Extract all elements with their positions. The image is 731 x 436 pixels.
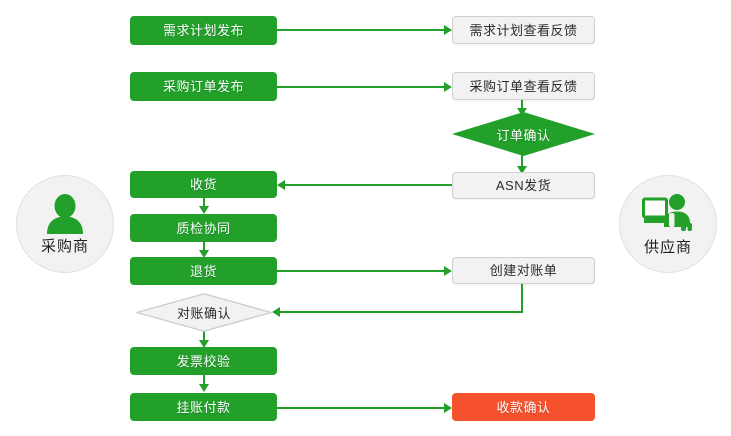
edge-arrow-demand-plan-feedback bbox=[444, 25, 452, 35]
edge-arrow-return-goods bbox=[199, 250, 209, 258]
edge-asn-to-receive-goods bbox=[285, 184, 453, 186]
edge-po-publish-to-feedback bbox=[277, 86, 445, 88]
node-label: 对账确认 bbox=[176, 306, 231, 321]
node-order-confirm[interactable]: 订单确认 bbox=[452, 112, 595, 156]
edge-po-feedback-to-order-confirm bbox=[521, 100, 523, 114]
node-label: 退货 bbox=[189, 263, 217, 279]
node-create-statement[interactable]: 创建对账单 bbox=[452, 257, 595, 284]
node-label: 发票校验 bbox=[176, 353, 231, 369]
person-at-computer-icon bbox=[642, 193, 694, 235]
edge-arrow-quality-collab bbox=[199, 206, 209, 214]
diamond-shape bbox=[452, 112, 595, 156]
actor-label: 供应商 bbox=[643, 239, 692, 256]
node-reconcile-confirm[interactable]: 对账确认 bbox=[136, 293, 272, 332]
edge-arrow-invoice-verify bbox=[199, 340, 209, 348]
node-invoice-verify[interactable]: 发票校验 bbox=[130, 347, 277, 375]
edge-arrow-payable-payment bbox=[199, 384, 209, 392]
node-label: 采购订单发布 bbox=[162, 79, 244, 94]
node-label: 需求计划查看反馈 bbox=[469, 22, 578, 38]
node-po-publish[interactable]: 采购订单发布 bbox=[130, 72, 277, 101]
edge-return-to-create-statement bbox=[277, 270, 445, 272]
edge-create-statement-elbow-h bbox=[280, 311, 523, 313]
node-demand-plan-feedback[interactable]: 需求计划查看反馈 bbox=[452, 16, 595, 44]
person-icon bbox=[43, 194, 87, 234]
edge-reconcile-to-invoice bbox=[203, 331, 205, 343]
node-receive-goods[interactable]: 收货 bbox=[130, 171, 277, 198]
node-label: 收货 bbox=[189, 177, 217, 192]
node-label: 收款确认 bbox=[496, 399, 551, 415]
node-return-goods[interactable]: 退货 bbox=[130, 257, 277, 285]
node-demand-plan-publish[interactable]: 需求计划发布 bbox=[130, 16, 277, 45]
edge-payment-to-receipt bbox=[277, 407, 445, 409]
node-asn-shipment[interactable]: ASN发货 bbox=[452, 172, 595, 199]
node-label: 质检协同 bbox=[176, 220, 231, 236]
node-quality-collab[interactable]: 质检协同 bbox=[130, 214, 277, 242]
node-payable-payment[interactable]: 挂账付款 bbox=[130, 393, 277, 421]
node-label: 需求计划发布 bbox=[162, 23, 244, 38]
edge-arrow-asn bbox=[517, 166, 527, 174]
edge-arrow-po-feedback bbox=[444, 82, 452, 92]
edge-invoice-to-payment bbox=[203, 375, 205, 387]
edge-arrow-receipt-confirm bbox=[444, 403, 452, 413]
node-label: 订单确认 bbox=[496, 127, 551, 143]
edge-arrow-receive-goods bbox=[277, 180, 285, 190]
actor-buyer[interactable]: 采购商 bbox=[16, 175, 114, 273]
edge-arrow-order-confirm bbox=[517, 108, 527, 116]
edge-receive-goods-to-quality bbox=[203, 197, 205, 209]
actor-label: 采购商 bbox=[40, 238, 89, 255]
edge-create-statement-elbow-v bbox=[521, 284, 523, 313]
node-po-feedback[interactable]: 采购订单查看反馈 bbox=[452, 72, 595, 100]
node-label: ASN发货 bbox=[495, 178, 552, 193]
node-label: 创建对账单 bbox=[489, 263, 558, 278]
node-receipt-confirm[interactable]: 收款确认 bbox=[452, 393, 595, 421]
edge-order-confirm-to-asn bbox=[521, 154, 523, 174]
edge-arrow-reconcile-confirm bbox=[272, 307, 280, 317]
edge-arrow-create-statement bbox=[444, 266, 452, 276]
actor-supplier[interactable]: 供应商 bbox=[619, 175, 717, 273]
edge-quality-to-return bbox=[203, 242, 205, 254]
node-label: 采购订单查看反馈 bbox=[469, 78, 578, 94]
diamond-shape bbox=[136, 293, 272, 332]
edge-demand-plan-publish-to-feedback bbox=[277, 29, 445, 31]
node-label: 挂账付款 bbox=[176, 399, 231, 415]
